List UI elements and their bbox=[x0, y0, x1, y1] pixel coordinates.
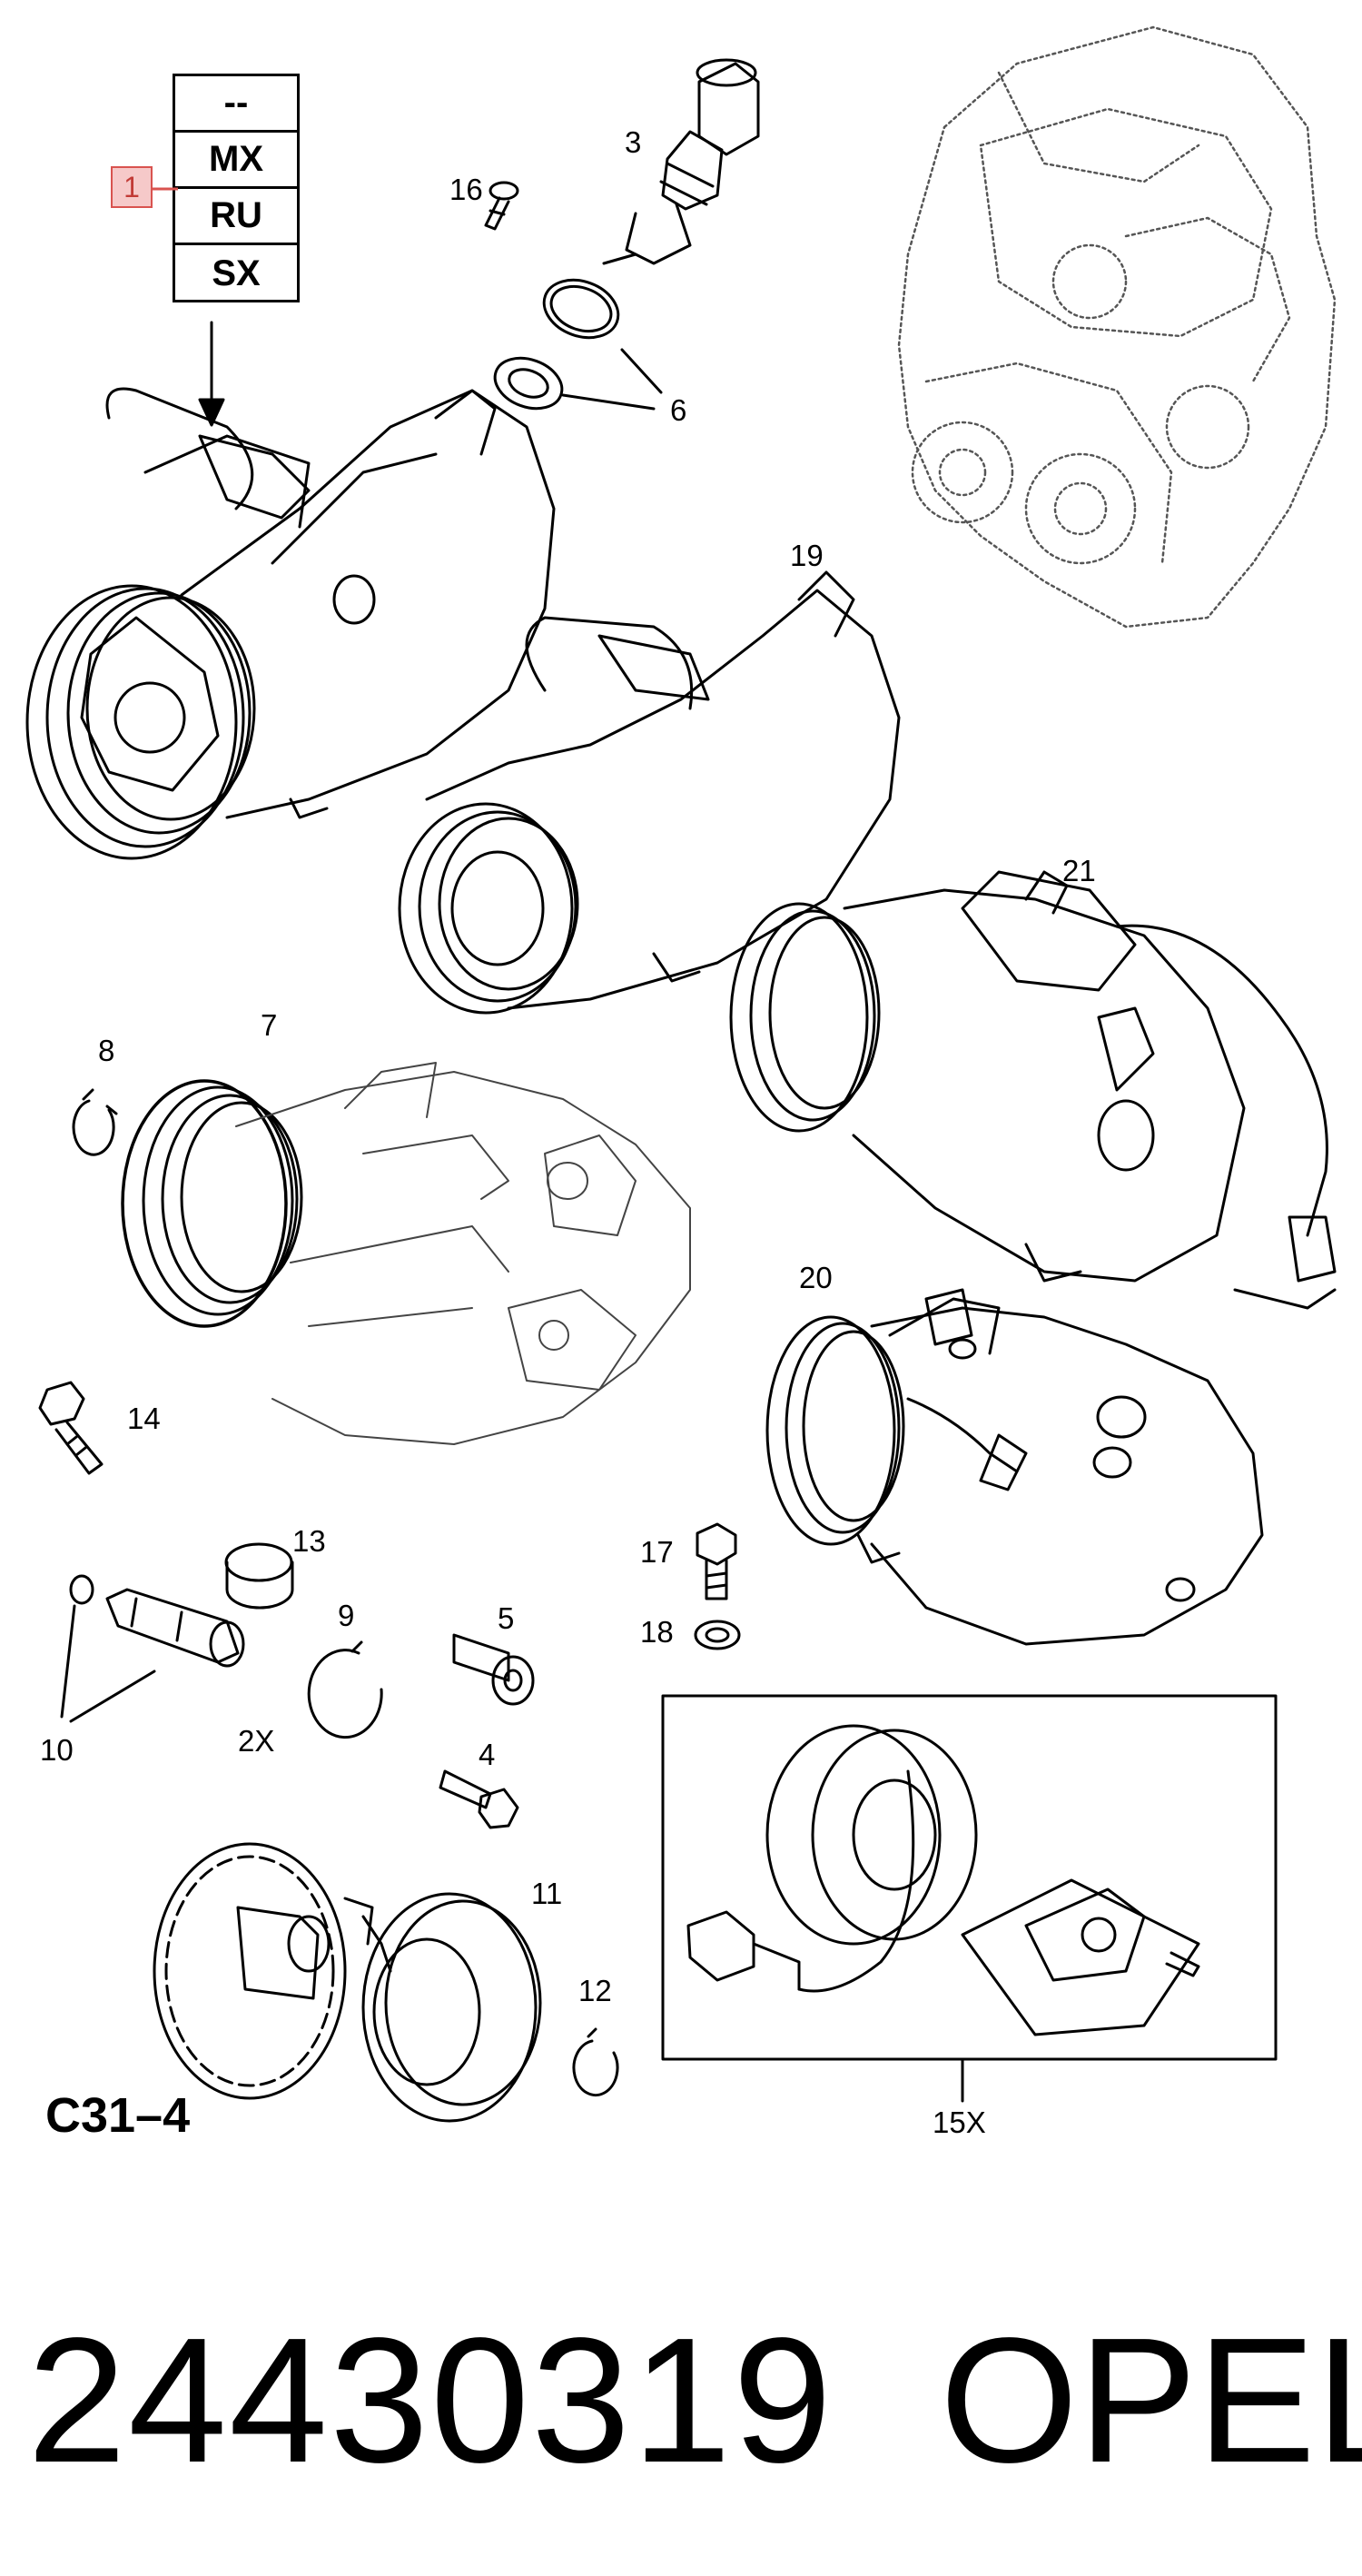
callout-3: 3 bbox=[625, 125, 642, 159]
part-8-clip bbox=[72, 1088, 118, 1156]
detail-box-15x bbox=[661, 1694, 1278, 2103]
callout-9: 9 bbox=[338, 1599, 355, 1632]
callout-19: 19 bbox=[790, 539, 824, 572]
part-11-coil bbox=[361, 1892, 542, 2123]
variant-table: -- MX RU SX bbox=[173, 74, 300, 302]
section-code: C31–4 bbox=[45, 2088, 191, 2143]
compressor-a-illustration bbox=[25, 387, 556, 860]
variant-cell: RU bbox=[175, 189, 297, 245]
compressor-21-illustration bbox=[729, 870, 1337, 1310]
part-13-plug bbox=[224, 1542, 294, 1610]
part-3-valve bbox=[602, 58, 760, 265]
part-5-screw bbox=[452, 1633, 535, 1706]
callout-16: 16 bbox=[449, 173, 483, 206]
callout-13: 13 bbox=[292, 1524, 326, 1558]
callout-7: 7 bbox=[261, 1008, 278, 1042]
callout-2x: 2X bbox=[238, 1724, 275, 1758]
callout-18: 18 bbox=[640, 1615, 674, 1649]
part-16-screw bbox=[484, 181, 519, 231]
part-12-ring bbox=[572, 2027, 619, 2097]
compressor-b-illustration bbox=[398, 570, 901, 1015]
part-number: 24430319 bbox=[27, 2301, 834, 2500]
variant-cell: -- bbox=[175, 76, 297, 133]
part-6-rings bbox=[493, 278, 663, 411]
variant-marker-highlight: 1 bbox=[111, 166, 153, 208]
brand-name: OPEL bbox=[940, 2301, 1362, 2500]
compressor-20-illustration bbox=[765, 1288, 1264, 1646]
variant-cell: SX bbox=[212, 253, 261, 293]
variant-arrow bbox=[198, 321, 225, 427]
callout-6: 6 bbox=[670, 393, 687, 427]
callout-15x: 15X bbox=[933, 2105, 986, 2139]
part-9-clip bbox=[307, 1640, 383, 1739]
callout-4: 4 bbox=[479, 1738, 496, 1771]
variant-cell: MX bbox=[175, 133, 297, 189]
callout-5: 5 bbox=[498, 1601, 515, 1635]
callout-21: 21 bbox=[1062, 854, 1096, 887]
part-17-bolt bbox=[696, 1522, 737, 1600]
callout-17: 17 bbox=[640, 1535, 674, 1569]
callout-11: 11 bbox=[531, 1877, 563, 1910]
variant-marker-leader bbox=[151, 187, 178, 191]
callout-12: 12 bbox=[578, 1974, 612, 2007]
callout-8: 8 bbox=[98, 1034, 115, 1067]
callout-10: 10 bbox=[40, 1733, 74, 1767]
part-14-bolt bbox=[38, 1381, 104, 1475]
compressor-7-illustration bbox=[121, 1062, 691, 1445]
part-18-washer bbox=[694, 1620, 741, 1650]
callout-20: 20 bbox=[799, 1261, 833, 1294]
engine-block-illustration bbox=[897, 25, 1337, 629]
part-4-bolt bbox=[439, 1769, 519, 1829]
callout-14: 14 bbox=[127, 1402, 161, 1435]
part-10-switch bbox=[60, 1574, 245, 1723]
part-2x-clutch-plate bbox=[153, 1842, 374, 2100]
